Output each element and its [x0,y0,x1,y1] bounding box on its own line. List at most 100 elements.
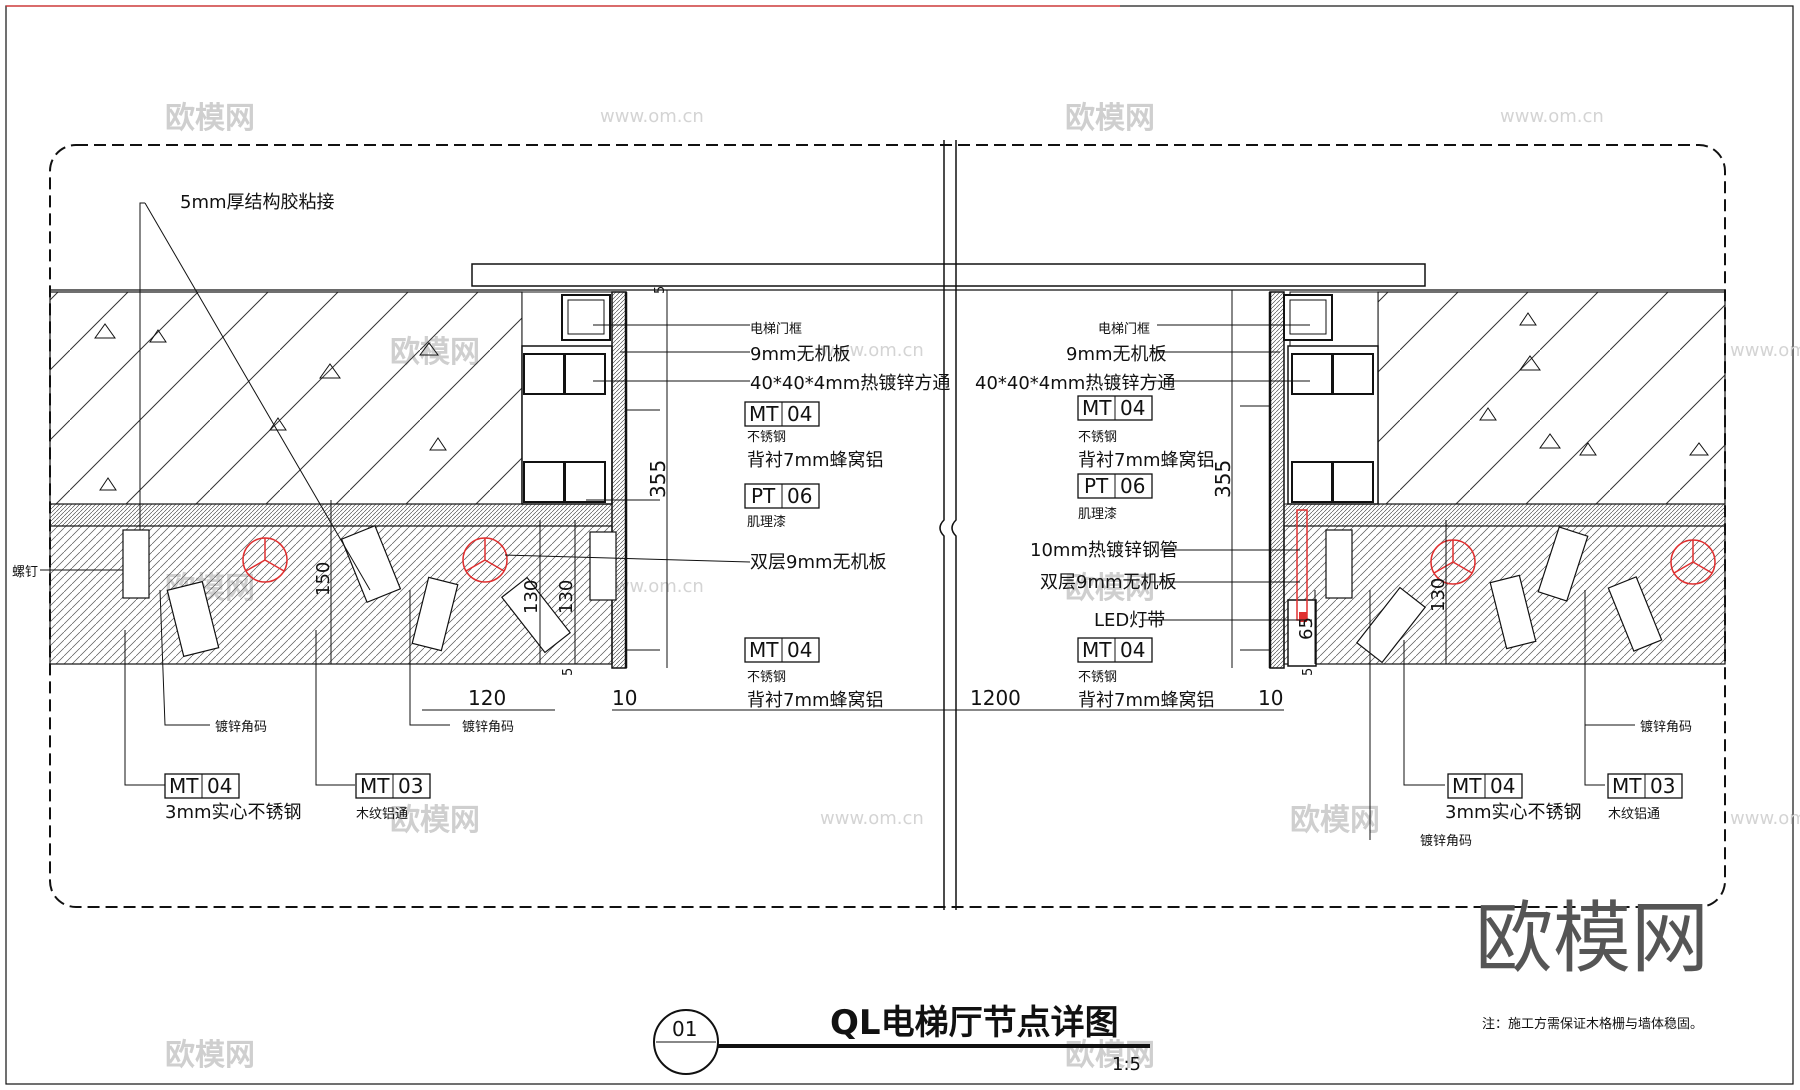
svg-text:04: 04 [1490,774,1515,798]
tag-left-mt04-c: MT 04 [164,773,240,799]
right-annotations: 电梯门框 9mm无机板 40*40*4mm热镀锌方通 不锈钢 背衬7mm蜂窝铝 … [975,322,1692,849]
svg-text:欧模网: 欧模网 [1290,803,1380,838]
svg-text:不锈钢: 不锈钢 [747,670,786,685]
svg-text:背衬7mm蜂窝铝: 背衬7mm蜂窝铝 [747,690,884,711]
drawing-scale: 1:5 [1112,1054,1141,1075]
svg-text:木纹铝通: 木纹铝通 [1608,807,1660,822]
svg-text:欧模网: 欧模网 [165,101,255,136]
svg-text:04: 04 [207,774,232,798]
svg-text:MT: MT [749,402,779,426]
right-wall-section [1268,291,1726,669]
svg-text:355: 355 [1211,460,1235,498]
svg-text:电梯门框: 电梯门框 [1098,322,1150,337]
svg-text:双层9mm无机板: 双层9mm无机板 [750,552,887,573]
svg-text:355: 355 [646,460,670,498]
svg-text:130: 130 [1428,578,1449,612]
svg-text:10mm热镀锌钢管: 10mm热镀锌钢管 [1030,540,1178,561]
svg-text:5: 5 [561,668,576,676]
dimension-values: 355 355 150 130 130 130 65 120 10 1200 1… [313,286,1449,710]
svg-text:3mm实心不锈钢: 3mm实心不锈钢 [1445,802,1582,823]
svg-text:木纹铝通: 木纹铝通 [356,807,408,822]
svg-text:www.om.cn: www.om.cn [1730,808,1800,829]
svg-text:www.om.cn: www.om.cn [1730,340,1800,361]
svg-text:镀锌角码: 镀锌角码 [1420,833,1472,849]
svg-text:04: 04 [787,638,812,662]
svg-text:PT: PT [751,484,776,508]
left-annotations: 5mm厚结构胶粘接 螺钉 电梯门框 9mm无机板 40*40*4mm热镀锌方通 … [12,192,950,823]
svg-text:背衬7mm蜂窝铝: 背衬7mm蜂窝铝 [1078,690,1215,711]
title-block: 01 QL电梯厅节点详图 1:5 注：施工方需保证木格栅与墙体稳固。 [653,1003,1703,1075]
svg-text:40*40*4mm热镀锌方通: 40*40*4mm热镀锌方通 [975,373,1175,394]
tag-left-mt04-b: MT 04 [744,637,820,663]
svg-text:欧模网: 欧模网 [1065,1038,1155,1073]
svg-text:欧模网: 欧模网 [165,1038,255,1073]
svg-text:03: 03 [1650,774,1675,798]
svg-text:04: 04 [1120,396,1145,420]
detail-number: 01 [672,1017,697,1041]
svg-text:MT: MT [169,774,199,798]
svg-text:06: 06 [1120,474,1145,498]
svg-text:不锈钢: 不锈钢 [747,430,786,445]
svg-text:5: 5 [653,286,668,294]
svg-text:1200: 1200 [970,686,1021,710]
svg-text:背衬7mm蜂窝铝: 背衬7mm蜂窝铝 [747,450,884,471]
svg-text:MT: MT [1612,774,1642,798]
svg-text:不锈钢: 不锈钢 [1078,670,1117,685]
tag-right-pt06: PT 06 [1077,473,1153,499]
svg-text:肌理漆: 肌理漆 [747,514,786,530]
svg-text:镀锌角码: 镀锌角码 [462,719,514,735]
svg-text:MT: MT [1452,774,1482,798]
svg-text:5mm厚结构胶粘接: 5mm厚结构胶粘接 [180,192,335,213]
tag-right-mt04-b: MT 04 [1077,637,1153,663]
svg-text:螺钉: 螺钉 [12,565,38,580]
dimension-lines [330,290,1447,711]
svg-text:MT: MT [360,774,390,798]
svg-text:欧模网: 欧模网 [1065,571,1155,606]
svg-text:www.om.cn: www.om.cn [600,106,704,127]
svg-text:06: 06 [787,484,812,508]
svg-text:电梯门框: 电梯门框 [750,322,802,337]
leader-lines [40,202,1635,840]
svg-text:3mm实心不锈钢: 3mm实心不锈钢 [165,802,302,823]
svg-text:www.om.cn: www.om.cn [1500,106,1604,127]
svg-text:04: 04 [787,402,812,426]
svg-text:10: 10 [1258,686,1283,710]
break-lines [939,140,957,910]
svg-text:www.om.cn: www.om.cn [820,340,924,361]
svg-text:双层9mm无机板: 双层9mm无机板 [1040,572,1177,593]
svg-text:不锈钢: 不锈钢 [1078,430,1117,445]
svg-text:背衬7mm蜂窝铝: 背衬7mm蜂窝铝 [1078,450,1215,471]
drawing-title: QL电梯厅节点详图 [830,1003,1119,1043]
svg-text:www.om.cn: www.om.cn [820,808,924,829]
svg-text:04: 04 [1120,638,1145,662]
svg-text:9mm无机板: 9mm无机板 [750,344,851,365]
svg-text:65: 65 [1296,617,1317,640]
svg-text:肌理漆: 肌理漆 [1078,506,1117,522]
svg-text:欧模网: 欧模网 [390,803,480,838]
svg-text:03: 03 [398,774,423,798]
svg-text:MT: MT [1082,638,1112,662]
svg-text:镀锌角码: 镀锌角码 [215,719,267,735]
tag-left-pt06: PT 06 [744,483,820,509]
brand-logo: 欧模网 [1475,894,1709,984]
tag-right-mt04-c: MT 04 [1447,773,1523,799]
construction-note: 注：施工方需保证木格栅与墙体稳固。 [1482,1016,1703,1032]
svg-text:130: 130 [556,580,577,614]
tag-left-mt04-a: MT 04 [744,401,820,427]
svg-text:MT: MT [1082,396,1112,420]
svg-text:40*40*4mm热镀锌方通: 40*40*4mm热镀锌方通 [750,373,950,394]
top-plate [471,263,1426,287]
svg-text:欧模网: 欧模网 [1065,101,1155,136]
svg-text:镀锌角码: 镀锌角码 [1640,719,1692,735]
svg-text:PT: PT [1084,474,1109,498]
svg-text:LED灯带: LED灯带 [1094,610,1165,631]
svg-text:120: 120 [468,686,506,710]
svg-text:5: 5 [1301,668,1316,676]
tag-left-mt03: MT 03 [355,773,431,799]
svg-text:10: 10 [612,686,637,710]
svg-text:MT: MT [749,638,779,662]
tag-right-mt03: MT 03 [1607,773,1683,799]
svg-text:9mm无机板: 9mm无机板 [1066,344,1167,365]
